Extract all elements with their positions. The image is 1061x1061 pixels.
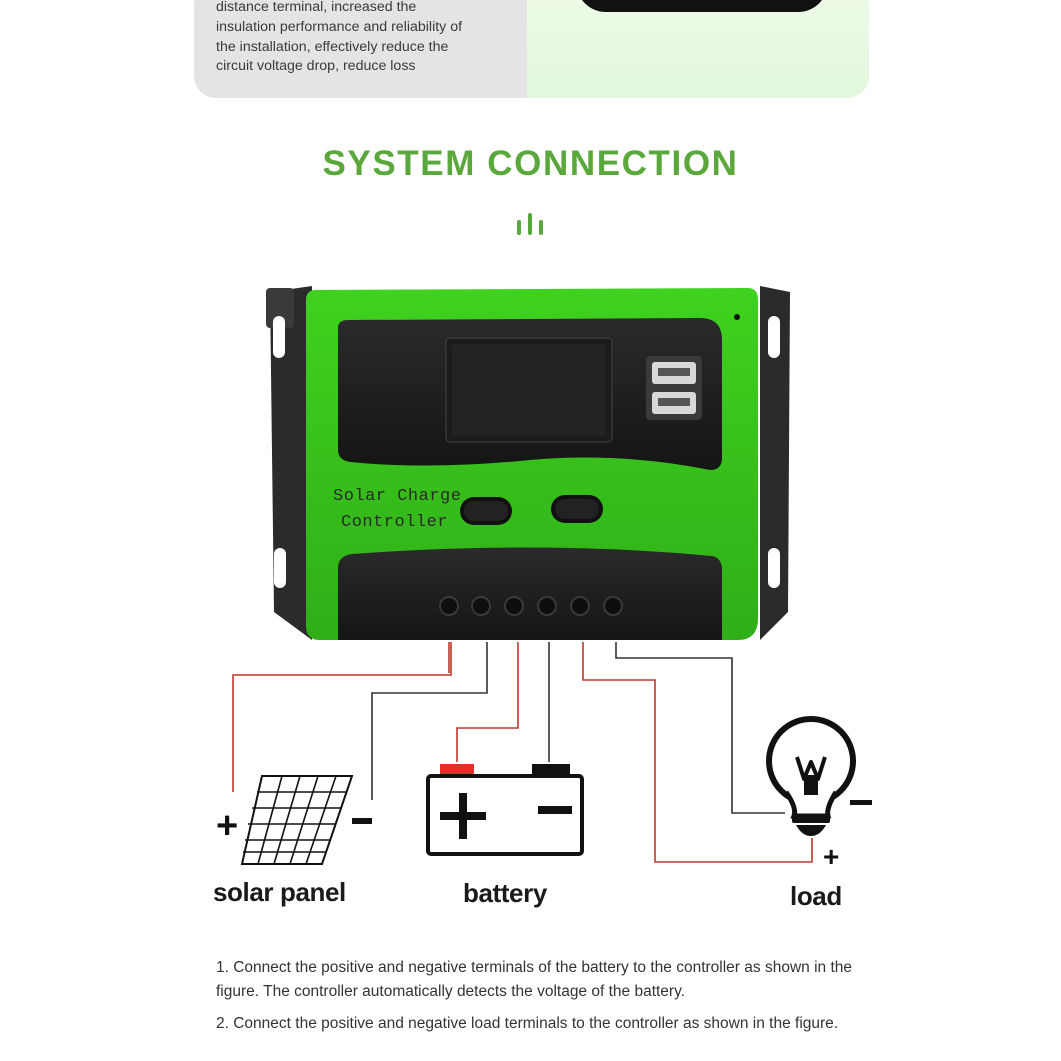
battery-icon: [426, 764, 584, 856]
solar-panel-label: solar panel: [213, 877, 346, 907]
feature-image-panel: [527, 0, 869, 98]
feature-description: distance terminal, increased the insulat…: [216, 0, 516, 77]
instructions: 1. Connect the positive and negative ter…: [216, 956, 852, 1044]
feature-card: [194, 0, 869, 98]
solar-panel-icon: +: [216, 775, 372, 865]
charge-controller: Solar Charge Controller: [266, 286, 790, 640]
section-title: SYSTEM CONNECTION: [322, 144, 739, 183]
signal-bars-icon: [517, 213, 543, 235]
device-photo-edge: [576, 0, 828, 12]
instruction-item: 2. Connect the positive and negative loa…: [216, 1015, 839, 1032]
bulb-icon: +: [766, 716, 872, 872]
brand-line-1: Solar Charge: [333, 487, 461, 506]
instruction-item: 1. Connect the positive and negative ter…: [216, 959, 852, 1000]
battery-label: battery: [463, 878, 547, 908]
feature-line: circuit voltage drop, reduce loss: [216, 58, 416, 75]
feature-line: insulation performance and reliability o…: [216, 18, 463, 35]
solar-plus-sign: +: [216, 805, 238, 847]
terminal-screws: [439, 596, 623, 616]
load-label: load: [790, 881, 842, 911]
solar-minus-sign: [352, 818, 372, 824]
load-plus-sign: +: [823, 841, 839, 872]
feature-line: distance terminal, increased the: [216, 0, 417, 15]
feature-line: the installation, effectively reduce the: [216, 38, 449, 55]
load-minus-sign: [850, 800, 872, 805]
brand-line-2: Controller: [341, 513, 448, 532]
wires: [232, 642, 813, 863]
